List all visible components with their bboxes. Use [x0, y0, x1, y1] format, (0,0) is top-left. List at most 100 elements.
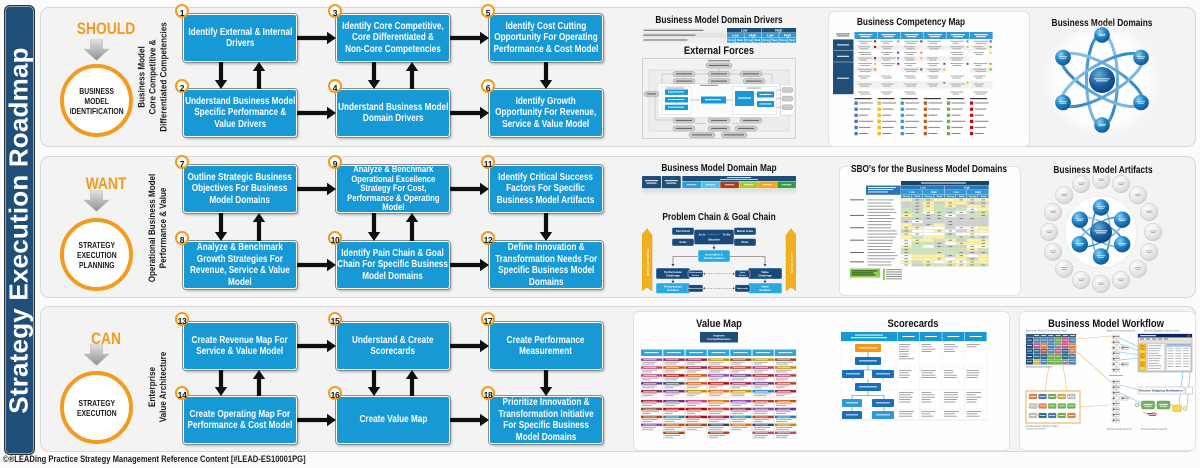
process-step-label: Understand Business Model Specific Perfo…	[184, 95, 296, 130]
row-axis-label: Operational Business Model Performance &…	[147, 173, 169, 283]
sbo-rating-cell: Strong	[925, 195, 932, 198]
pc-perf-challenge: Performance	[664, 270, 682, 274]
step-number-badge: 2	[175, 79, 189, 93]
competency-map-table	[833, 32, 993, 136]
roadmap-row-want: WANT STRATEGY EXECUTION PLANNING Operation…	[40, 155, 1196, 298]
pc-measurements: Measurements	[688, 287, 703, 290]
sbo-level-cell: Low	[920, 186, 926, 190]
sbo-sub-cell: Low	[909, 190, 915, 194]
process-step-box: Create Operating Map For Performance & C…	[183, 396, 297, 444]
process-step-box: Identify Critical Success Factors For Sp…	[489, 165, 603, 213]
process-step-box: Identify Growth Opportunity For Revenue,…	[489, 89, 603, 137]
pc-perf-solution: Solution	[667, 288, 679, 292]
process-step-box: Create Performance Measurement	[489, 322, 603, 370]
vm-topbox-line: Competitiveness	[707, 337, 731, 341]
pc-tobe: To-Be	[723, 233, 731, 237]
process-step-box: Define Innovation & Transformation Needs…	[489, 241, 603, 289]
row-axis-label: Business Model Core Competitive & Differ…	[136, 22, 170, 132]
step-number-badge: 11	[481, 155, 495, 169]
process-step-box: Identify Pain Chain & Goal Chain For Spe…	[336, 241, 450, 289]
process-step-label: Identify Growth Opportunity For Revenue,…	[495, 95, 597, 130]
stage-circle: BUSINESS MODEL IDENTIFICATION	[60, 64, 133, 137]
process-step-label: Prioritize Innovation & Transformation I…	[498, 397, 594, 443]
process-step-label: Analyze & Benchmark Operational Excellen…	[346, 164, 440, 213]
process-step-label: Understand Business Model Domain Drivers	[337, 101, 449, 125]
dd-sub-cell: High	[749, 33, 756, 37]
thumb-title-competency-map: Business Competency Map	[856, 17, 966, 28]
dd-sub-cell: Low	[767, 33, 774, 37]
process-step-box: Create Revenue Map For Service & Value M…	[183, 322, 297, 370]
step-number-badge: 3	[328, 4, 342, 18]
sbo-rating-cell: Strong	[969, 195, 976, 198]
process-step-label: Identify Cost Cutting Opportunity For Op…	[493, 20, 599, 55]
pc-value-challenge: Challenge	[758, 273, 772, 277]
process-step-box: Understand Business Model Domain Drivers	[336, 89, 450, 137]
process-step-box: Identify External & Internal Drivers	[183, 14, 297, 62]
dd-rating-cell: Strong	[745, 39, 753, 42]
step-number-badge: 12	[481, 231, 495, 245]
process-step-label: Create Revenue Map For Service & Value M…	[191, 334, 289, 358]
stage-circle: STRATEGY EXECUTION	[60, 371, 133, 444]
goal-chain-banner: GOAL CHAIN	[790, 253, 794, 273]
dd-rating-cell: Weak	[789, 40, 796, 42]
wf-caption-service: Service Model (Service Tasks)	[1026, 425, 1058, 428]
thumb-title-scorecards: Scorecards	[887, 318, 939, 330]
step-number-badge: 18	[481, 386, 495, 400]
sbo-rating-cell: Strong	[903, 195, 910, 198]
scorecards-table	[841, 332, 987, 421]
pc-value-solution: Value	[761, 285, 769, 289]
pc-value-drivers: Value	[740, 272, 746, 274]
thumb-title-sbo: SBO's for the Business Model Domains	[850, 164, 1008, 175]
process-step-box: Understand Business Model Specific Perfo…	[183, 89, 297, 137]
row-keyword: CAN	[90, 330, 122, 348]
step-number-badge: 6	[481, 79, 495, 93]
step-number-badge: 10	[328, 231, 342, 245]
competency-map-card: Business Competency Map	[829, 12, 1029, 146]
dd-rating-cell: Weak	[772, 40, 779, 42]
stage-circle: STRATEGY EXECUTION PLANNING	[60, 218, 133, 291]
down-arrow-icon	[83, 344, 110, 366]
footer-copyright: ©®LEADing Practice Strategy Management R…	[3, 454, 306, 465]
pc-perf-drivers: Performance	[689, 271, 703, 274]
dd-sub-cell: Low	[732, 33, 739, 37]
step-number-badge: 9	[328, 155, 342, 169]
business-model-artifacts-diagram	[1039, 175, 1162, 293]
process-step-label: Identify Core Competitive, Core Differen…	[342, 20, 444, 55]
poster-title: Strategy Execution Roadmap	[4, 46, 34, 414]
pc-asis: As-Is	[698, 233, 705, 237]
stage-circle-label: STRATEGY EXECUTION PLANNING	[76, 239, 117, 270]
sbo-rating-cell: Weak	[915, 196, 921, 198]
pc-risks: Risks	[742, 240, 749, 244]
down-arrow-icon	[83, 190, 110, 212]
step-number-badge: 17	[481, 312, 495, 326]
sbo-sub-cell: Low	[953, 190, 959, 194]
external-forces-diagram	[642, 58, 796, 139]
wf-caption-blueprint: Business Blueprint (System view)	[1144, 330, 1180, 333]
thumb-title-artifacts: Business Model Artifacts	[1053, 165, 1153, 176]
pc-innovation: Transformation	[703, 256, 724, 260]
process-step-label: Create Value Map	[359, 414, 427, 426]
dd-rating-cell: Strong	[780, 39, 788, 42]
dd-rating-cell: Strong	[762, 39, 770, 42]
wf-caption-process: Business Process (level 3)	[1107, 330, 1135, 333]
domain-map-strip	[642, 176, 796, 196]
dd-level-cell: Low	[741, 28, 748, 32]
dd-level-cell: High	[775, 28, 782, 32]
wf-caption-model: Business Model (Competency view)	[1026, 329, 1067, 333]
process-step-box: Analyze & Benchmark Growth Strategies Fo…	[183, 241, 297, 289]
process-step-box: Understand & Create Scorecards	[336, 322, 450, 370]
row-keyword: WANT	[85, 175, 127, 193]
step-number-badge: 16	[328, 386, 342, 400]
thumb-title-problem-chain: Problem Chain & Goal Chain	[662, 212, 776, 223]
process-step-box: Outline Strategic Business Objectives Fo…	[183, 165, 297, 213]
dd-sub-cell: High	[784, 33, 791, 37]
row-axis-label: Enterprise Value Architecture	[147, 351, 169, 423]
process-step-label: Identify External & Internal Drivers	[188, 26, 292, 50]
pc-value-drivers: Drivers	[739, 274, 747, 277]
stage-circle-label: BUSINESS MODEL IDENTIFICATION	[69, 85, 124, 116]
wf-notification: Receive Shipping Notification	[1139, 389, 1183, 393]
